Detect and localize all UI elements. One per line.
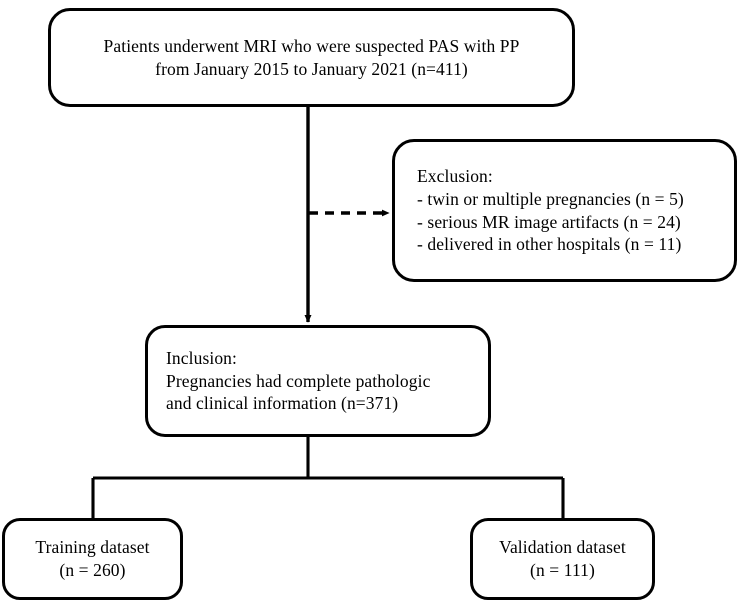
inclusion-line-2: and clinical information (n=371) — [166, 393, 399, 414]
validation-count: (n = 111) — [530, 560, 595, 580]
source-line-2: from January 2015 to January 2021 (n=411… — [155, 58, 468, 79]
inclusion-heading: Inclusion: — [166, 347, 237, 368]
validation-label: Validation dataset — [499, 537, 626, 558]
training-label: Training dataset — [35, 537, 150, 558]
exclusion-item-twin-pregnancies: - twin or multiple pregnancies (n = 5) — [417, 188, 684, 209]
exclusion-item-image-artifacts: - serious MR image artifacts (n = 24) — [417, 211, 681, 232]
split-connector — [91, 437, 565, 519]
inclusion-line-1: Pregnancies had complete pathologic — [166, 370, 431, 391]
node-exclusion: Exclusion: - twin or multiple pregnancie… — [392, 139, 737, 282]
node-validation-dataset: Validation dataset (n = 111) — [470, 518, 655, 600]
exclusion-heading: Exclusion: — [417, 166, 493, 186]
training-count: (n = 260) — [59, 560, 126, 580]
node-training-dataset: Training dataset (n = 260) — [2, 518, 183, 600]
source-line-1: Patients underwent MRI who were suspecte… — [103, 35, 520, 56]
exclusion-item-other-hospitals: - delivered in other hospitals (n = 11) — [417, 234, 682, 255]
node-source-cohort: Patients underwent MRI who were suspecte… — [48, 8, 575, 107]
node-inclusion: Inclusion: Pregnancies had complete path… — [145, 325, 491, 437]
